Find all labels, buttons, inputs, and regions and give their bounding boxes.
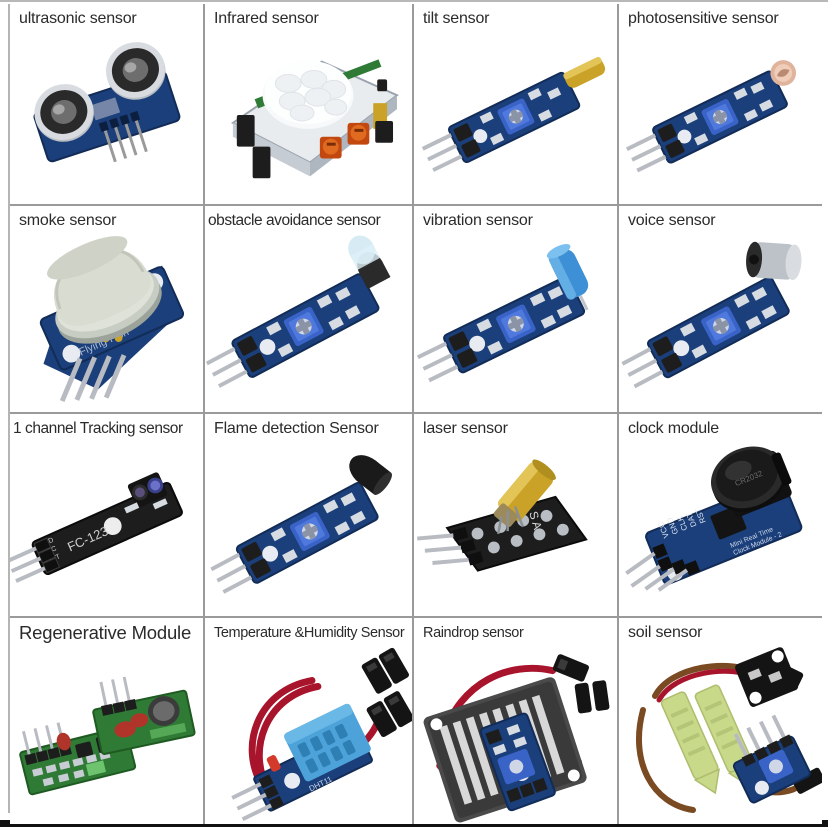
laser-sensor-image: S A: [414, 440, 617, 616]
cell-label: smoke sensor: [19, 212, 117, 229]
flame-detection-sensor-image: [205, 440, 412, 616]
grid-cell-clock-module[interactable]: clock module VCC GND CLK DAT RST: [619, 414, 822, 618]
cell-label: laser sensor: [423, 420, 508, 437]
grid-cell-voice-sensor[interactable]: voice sensor: [619, 206, 822, 414]
ultrasonic-sensor-image: [10, 30, 203, 204]
cell-label: obstacle avoidance sensor: [208, 212, 381, 229]
grid-cell-temperature-humidity-sensor[interactable]: Temperature &Humidity Sensor: [205, 618, 414, 824]
cell-label: clock module: [628, 420, 719, 437]
voice-sensor-image: [619, 232, 822, 412]
cell-label: Infrared sensor: [214, 10, 319, 27]
photosensitive-sensor-image: [619, 30, 822, 204]
cell-label: Temperature &Humidity Sensor: [214, 625, 405, 641]
cell-label: vibration sensor: [423, 212, 533, 229]
grid-cell-vibration-sensor[interactable]: vibration sensor: [414, 206, 619, 414]
sensor-grid: ultrasonic sensor: [8, 4, 822, 824]
grid-cell-tilt-sensor[interactable]: tilt sensor: [414, 4, 619, 206]
temperature-humidity-sensor-image: DHT11: [205, 644, 412, 824]
cell-label: soil sensor: [628, 624, 703, 641]
obstacle-avoidance-sensor-image: [205, 232, 412, 412]
cell-label: tilt sensor: [423, 10, 490, 27]
grid-cell-raindrop-sensor[interactable]: Raindrop sensor: [414, 618, 619, 824]
grid-cell-tracking-sensor[interactable]: 1 channel Tracking sensor FC-123 GNDVCCO…: [10, 414, 205, 618]
svg-text:S A: S A: [526, 510, 545, 532]
grid-cell-flame-detection-sensor[interactable]: Flame detection Sensor: [205, 414, 414, 618]
grid-cell-ultrasonic-sensor[interactable]: ultrasonic sensor: [10, 4, 205, 206]
cell-label: photosensitive sensor: [628, 10, 779, 27]
tilt-sensor-image: [414, 30, 617, 204]
cell-label: Flame detection Sensor: [214, 420, 379, 437]
soil-sensor-image: [619, 644, 822, 824]
grid-cell-infrared-sensor[interactable]: Infrared sensor: [205, 4, 414, 206]
tracking-sensor-image: FC-123 GNDVCCOUT: [10, 440, 203, 616]
cell-label: ultrasonic sensor: [19, 10, 137, 27]
grid-cell-smoke-sensor[interactable]: smoke sensor Flying-Fish: [10, 206, 205, 414]
cell-label: 1 channel Tracking sensor: [13, 420, 183, 437]
infrared-pir-sensor-image: [205, 30, 412, 204]
grid-cell-obstacle-avoidance-sensor[interactable]: obstacle avoidance sensor: [205, 206, 414, 414]
vibration-sensor-image: [414, 232, 617, 412]
grid-cell-regenerative-module[interactable]: Regenerative Module: [10, 618, 205, 824]
cell-label: Raindrop sensor: [423, 625, 524, 641]
raindrop-sensor-image: [414, 644, 617, 824]
cell-label: voice sensor: [628, 212, 716, 229]
clock-module-image: VCC GND CLK DAT RST Mini Real Time Clock…: [619, 440, 822, 616]
smoke-sensor-image: Flying-Fish: [10, 232, 203, 412]
grid-cell-laser-sensor[interactable]: laser sensor S A: [414, 414, 619, 618]
cell-label: Regenerative Module: [19, 622, 192, 643]
regenerative-module-image: [10, 644, 203, 824]
grid-cell-soil-sensor[interactable]: soil sensor: [619, 618, 822, 824]
grid-cell-photosensitive-sensor[interactable]: photosensitive sensor: [619, 4, 822, 206]
